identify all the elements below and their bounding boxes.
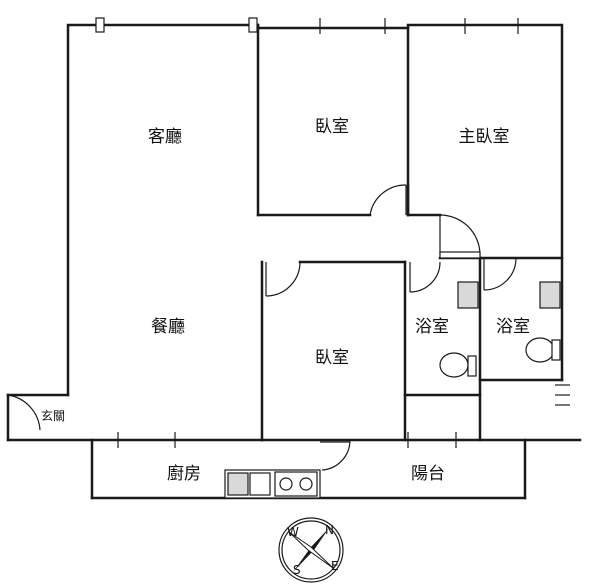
toilet-icon xyxy=(525,337,555,363)
stove-icon xyxy=(274,471,318,497)
room-label-kitchen: 廚房 xyxy=(167,463,201,484)
compass-south-label: S xyxy=(293,563,301,577)
interior-walls xyxy=(256,23,564,442)
doors xyxy=(7,184,517,471)
room-label-balcony: 陽台 xyxy=(411,464,445,484)
compass-west-label: W xyxy=(287,525,299,539)
sink-icon xyxy=(227,472,249,496)
room-label-bedroom-top: 臥室 xyxy=(315,117,349,137)
room-label-master-bedroom: 主臥室 xyxy=(459,127,510,147)
room-label-bath-left: 浴室 xyxy=(415,317,449,337)
outer-walls xyxy=(6,23,582,500)
room-label-entrance: 玄關 xyxy=(41,408,65,423)
sink-icon xyxy=(457,281,479,309)
windows xyxy=(95,17,570,448)
room-label-dining: 餐廳 xyxy=(151,317,185,337)
compass-rose-icon: N S E W xyxy=(278,517,344,583)
room-labels: 客廳 臥室 主臥室 餐廳 臥室 浴室 浴室 玄關 廚房 陽台 xyxy=(41,117,530,484)
bath-right-fixtures xyxy=(525,281,561,363)
bath-left-fixtures xyxy=(439,281,479,378)
kitchen-counter xyxy=(224,469,321,499)
room-label-bedroom-middle: 臥室 xyxy=(315,348,349,368)
room-label-bath-right: 浴室 xyxy=(496,317,530,337)
room-label-living: 客廳 xyxy=(148,127,182,147)
toilet-icon xyxy=(439,352,469,378)
sink-icon xyxy=(539,281,561,309)
compass-north-label: N xyxy=(325,523,334,537)
compass-east-label: E xyxy=(331,559,339,573)
